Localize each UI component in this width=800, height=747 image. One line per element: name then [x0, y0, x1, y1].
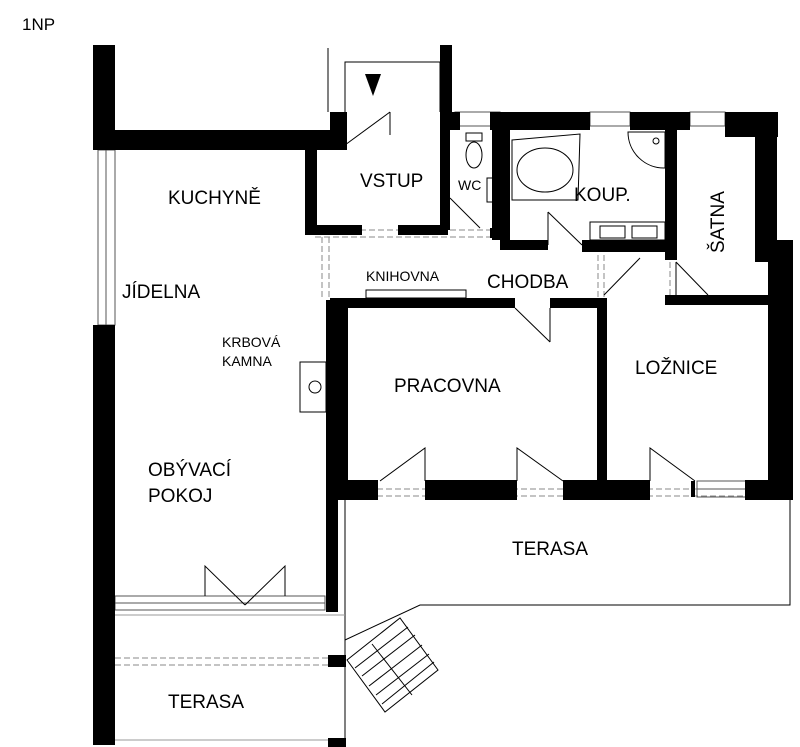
- floor-label: 1NP: [22, 15, 55, 34]
- label-study: PRACOVNA: [394, 376, 501, 397]
- label-dining: JÍDELNA: [122, 282, 200, 303]
- windows: [97, 111, 748, 611]
- label-wc: WC: [458, 177, 481, 193]
- label-wardrobe: ŠATNA: [707, 191, 729, 253]
- label-fireplace-2: KAMNA: [222, 353, 272, 369]
- walls: [93, 45, 793, 745]
- label-fireplace-1: KRBOVÁ: [222, 334, 281, 350]
- label-corridor: CHODBA: [487, 272, 569, 293]
- fixtures: [328, 131, 695, 747]
- label-living-1: OBÝVACÍ: [148, 460, 232, 481]
- room-labels: KUCHYNĚ JÍDELNA KRBOVÁ KAMNA OBÝVACÍ POK…: [122, 171, 729, 713]
- label-kitchen: KUCHYNĚ: [168, 187, 261, 209]
- label-terrace-south: TERASA: [168, 692, 244, 713]
- label-entrance: VSTUP: [360, 171, 423, 192]
- label-library: KNIHOVNA: [366, 268, 440, 284]
- label-living-2: POKOJ: [148, 486, 212, 507]
- label-terrace-east: TERASA: [512, 539, 588, 560]
- label-bathroom: KOUP.: [574, 185, 631, 206]
- label-bedroom: LOŽNICE: [635, 357, 717, 379]
- doors: [204, 74, 709, 606]
